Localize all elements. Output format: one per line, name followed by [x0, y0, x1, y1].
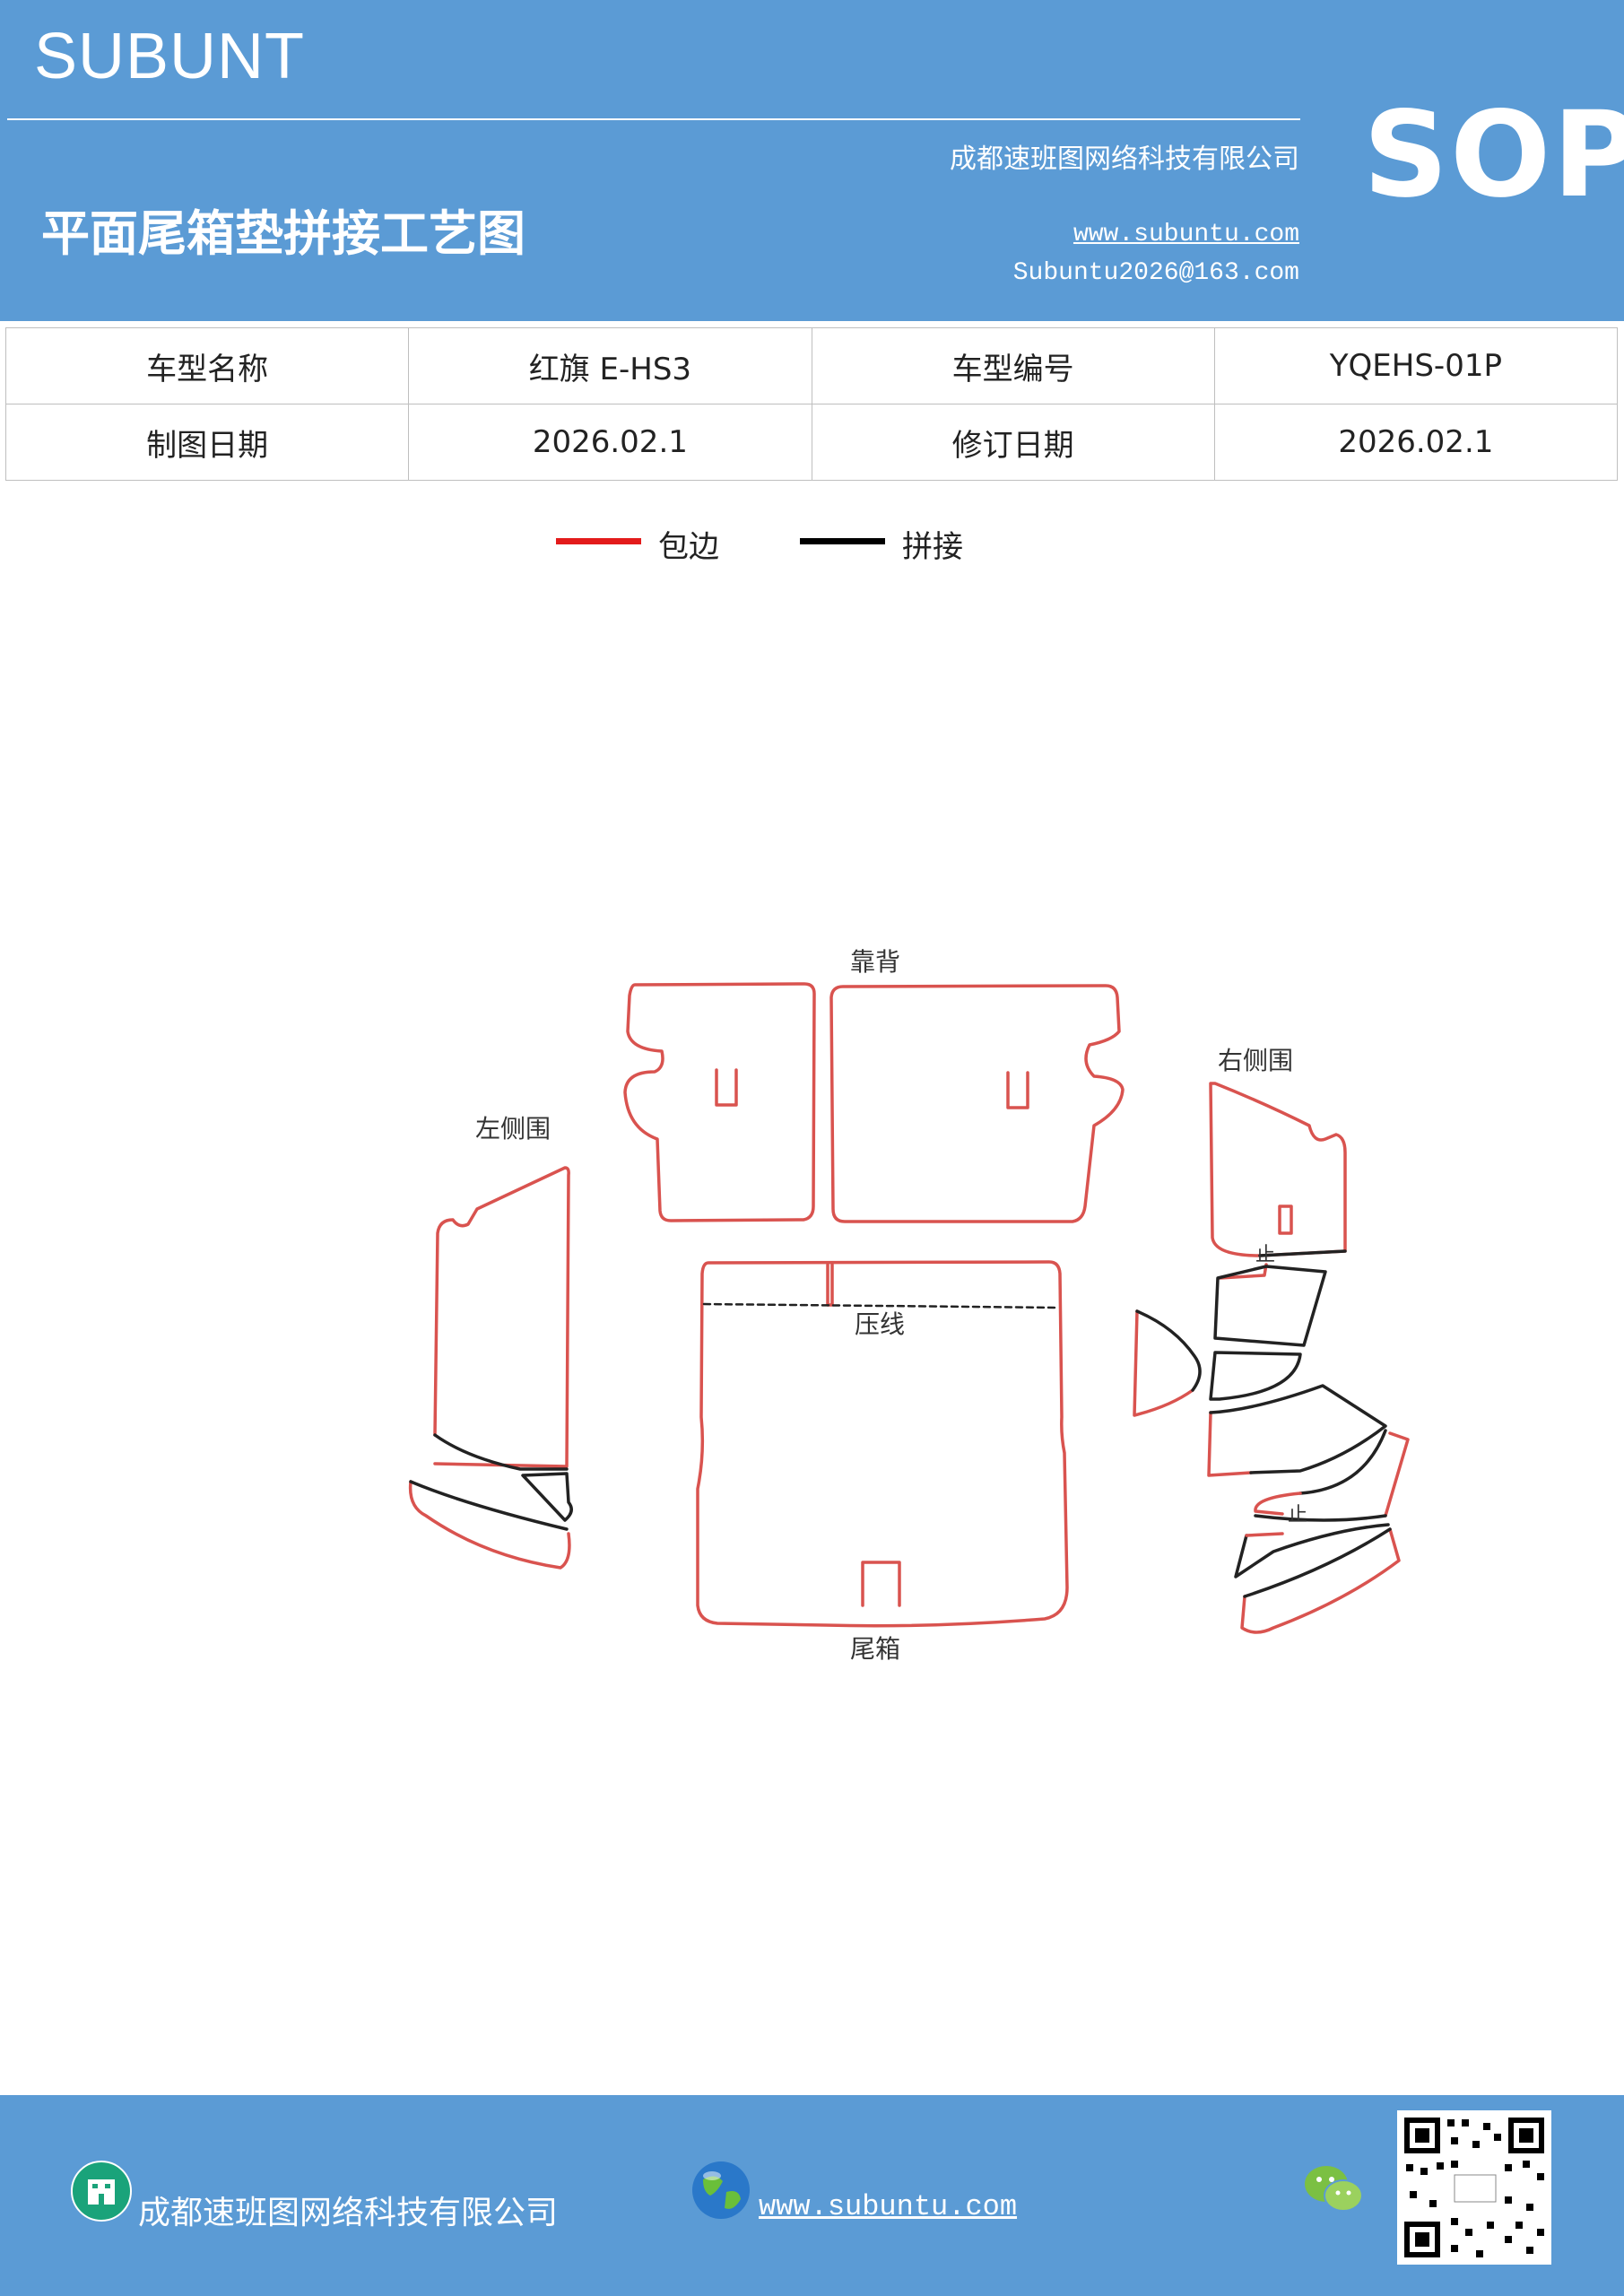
right-side-seam-top: [1258, 1249, 1347, 1257]
right-piece-3-edge: [1207, 1411, 1253, 1477]
left-side-small-piece: [521, 1472, 573, 1522]
label-press-line: 压线: [855, 1309, 905, 1339]
right-side-upper-panel: [1209, 1082, 1347, 1257]
right-piece-link-red: [1254, 1492, 1302, 1516]
left-side-upper-panel: [433, 1166, 570, 1468]
left-side-seam-top: [433, 1433, 569, 1471]
backrest-right-slot: [1006, 1071, 1029, 1109]
right-piece-4-edge: [1384, 1431, 1410, 1518]
left-side-seam-bottom: [409, 1480, 569, 1531]
header-divider: [7, 118, 1300, 120]
label-left-side: 左侧围: [475, 1114, 551, 1144]
company-name: 成都速班图网络科技有限公司: [950, 144, 1299, 175]
backrest-left-panel: [623, 982, 816, 1222]
backrest-left-slot: [715, 1068, 738, 1107]
legend: 包边 拼接: [0, 520, 1624, 574]
brand-name: SUBUNT: [34, 21, 306, 92]
label-backrest: 靠背: [850, 947, 900, 977]
right-piece-7-seam: [1243, 1527, 1392, 1598]
table-cell: 车型编号: [811, 327, 1215, 404]
label-stop-2: 止: [1288, 1504, 1307, 1526]
table-cell: 2026.02.1: [1213, 404, 1619, 481]
right-piece-4: [1298, 1429, 1387, 1495]
table-cell: 修订日期: [811, 404, 1215, 481]
qr-code-pattern: [1404, 2118, 1544, 2257]
backrest-right-panel: [829, 984, 1125, 1223]
globe-icon: [692, 2161, 750, 2219]
wechat-icon: [1305, 2166, 1363, 2212]
right-side-red-link: [1218, 1263, 1268, 1280]
qr-code: [1397, 2110, 1551, 2265]
table-cell: 车型名称: [4, 327, 410, 404]
page-title: 平面尾箱垫拼接工艺图: [41, 204, 525, 262]
trunk-bottom-slot: [861, 1561, 901, 1607]
header-banner: [0, 0, 1624, 321]
legend-swatch-seam: [800, 538, 885, 544]
label-trunk: 尾箱: [850, 1634, 900, 1664]
right-side-slot: [1278, 1205, 1293, 1235]
right-piece-6-edge: [1245, 1532, 1284, 1537]
legend-label-seam: 拼接: [902, 529, 963, 565]
right-piece-ear: [1133, 1309, 1194, 1417]
table-cell: 制图日期: [4, 404, 410, 481]
right-piece-6: [1234, 1523, 1390, 1578]
label-stop-1: 止: [1255, 1244, 1275, 1266]
right-piece-1: [1213, 1265, 1327, 1347]
table-cell: YQEHS-01P: [1213, 327, 1619, 404]
right-piece-7-edge: [1240, 1527, 1401, 1634]
legend-swatch-edge: [556, 538, 641, 544]
left-side-lower-panel: [408, 1480, 571, 1570]
vehicle-info-table: 车型名称 红旗 E-HS3 车型编号 YQEHS-01P 制图日期 2026.0…: [4, 327, 1619, 481]
footer-website-link[interactable]: www.subuntu.com: [759, 2190, 1018, 2223]
table-cell: 2026.02.1: [408, 404, 812, 481]
table-row: 车型名称 红旗 E-HS3 车型编号 YQEHS-01P: [4, 327, 1619, 404]
label-right-side: 右侧围: [1218, 1046, 1293, 1075]
website-link[interactable]: www.subuntu.com: [1073, 221, 1299, 248]
right-piece-5-seam: [1254, 1514, 1387, 1522]
footer-company: 成都速班图网络科技有限公司: [138, 2195, 559, 2231]
table-row: 制图日期 2026.02.1 修订日期 2026.02.1: [4, 404, 1619, 481]
right-piece-2: [1209, 1351, 1302, 1401]
trunk-main-panel: [696, 1260, 1069, 1628]
table-cell: 红旗 E-HS3: [408, 327, 812, 404]
trunk-center-notch: [826, 1263, 834, 1307]
right-piece-ear-seam: [1135, 1309, 1202, 1392]
legend-label-edge: 包边: [658, 529, 719, 565]
building-icon: [71, 2161, 132, 2222]
sop-badge: SOP: [1363, 86, 1624, 224]
email-address: Subuntu2026@163.com: [1012, 259, 1299, 287]
press-line: [702, 1302, 1060, 1309]
right-piece-3-seam: [1209, 1384, 1387, 1474]
